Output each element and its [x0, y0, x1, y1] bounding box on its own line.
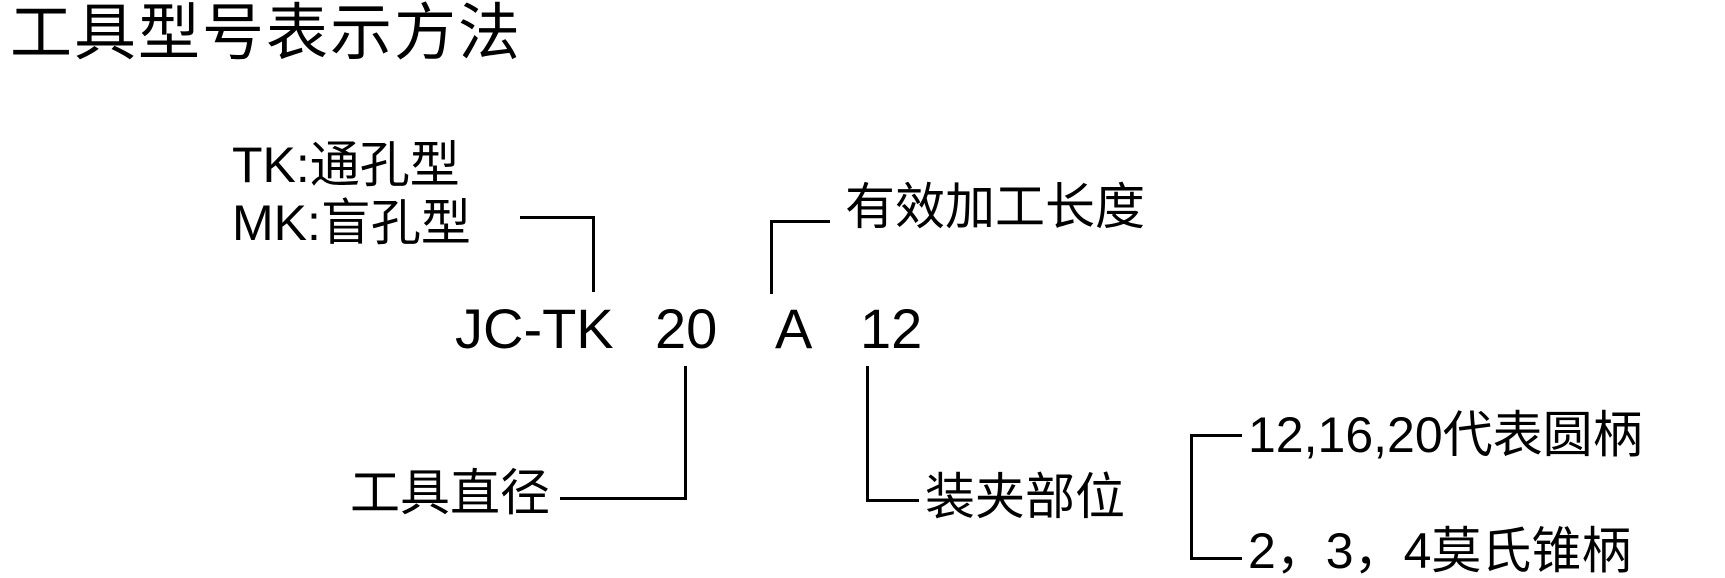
- shank-bracket-top-line: [1190, 434, 1242, 437]
- clamping-connector-vertical-line: [866, 366, 869, 502]
- model-code-diameter: 20: [655, 297, 718, 360]
- tk-type-label: TK:通孔型: [232, 137, 460, 193]
- clamping-part-label: 装夹部位: [925, 469, 1125, 525]
- effective-length-connector-vertical-line: [770, 220, 773, 294]
- model-code-length: A: [775, 297, 813, 360]
- shank-bracket-vertical-line: [1190, 434, 1193, 560]
- shank-bracket-bottom-line: [1190, 557, 1242, 560]
- model-code-prefix: JC-TK: [455, 297, 614, 360]
- round-shank-option-label: 12,16,20代表圆柄: [1248, 407, 1643, 463]
- type-connector-vertical-line: [592, 216, 595, 292]
- effective-length-label: 有效加工长度: [845, 179, 1145, 235]
- page-title: 工具型号表示方法: [10, 0, 523, 68]
- clamping-connector-horizontal-line: [866, 499, 919, 502]
- morse-taper-option-label: 2，3，4莫氏锥柄: [1248, 523, 1632, 578]
- diameter-connector-horizontal-line: [560, 497, 687, 500]
- type-connector-horizontal-line: [520, 216, 595, 219]
- model-code-shank: 12: [860, 297, 923, 360]
- effective-length-connector-horizontal-line: [770, 220, 830, 223]
- tool-diameter-label: 工具直径: [350, 465, 550, 521]
- mk-type-label: MK:盲孔型: [232, 195, 471, 251]
- diameter-connector-vertical-line: [684, 366, 687, 500]
